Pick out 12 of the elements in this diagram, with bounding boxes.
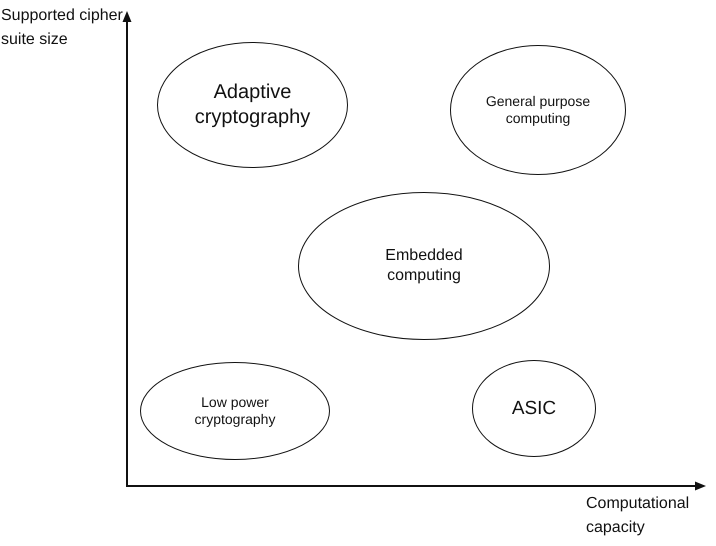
ellipse xyxy=(298,192,550,340)
ellipse-label: Adaptive cryptography xyxy=(194,80,312,130)
ellipse xyxy=(450,45,626,175)
axis-label: Computational capacity xyxy=(586,494,690,538)
ellipse xyxy=(472,360,596,457)
ellipse xyxy=(157,42,348,168)
ellipse xyxy=(140,362,330,460)
ellipse-label: ASIC xyxy=(512,396,556,420)
ellipse-label: Embedded computing xyxy=(384,246,464,286)
ellipse-label: Low power cryptography xyxy=(194,394,276,428)
ellipse-label: General purpose computing xyxy=(484,92,592,128)
axis-label: Supported cipher suite size xyxy=(1,6,124,50)
